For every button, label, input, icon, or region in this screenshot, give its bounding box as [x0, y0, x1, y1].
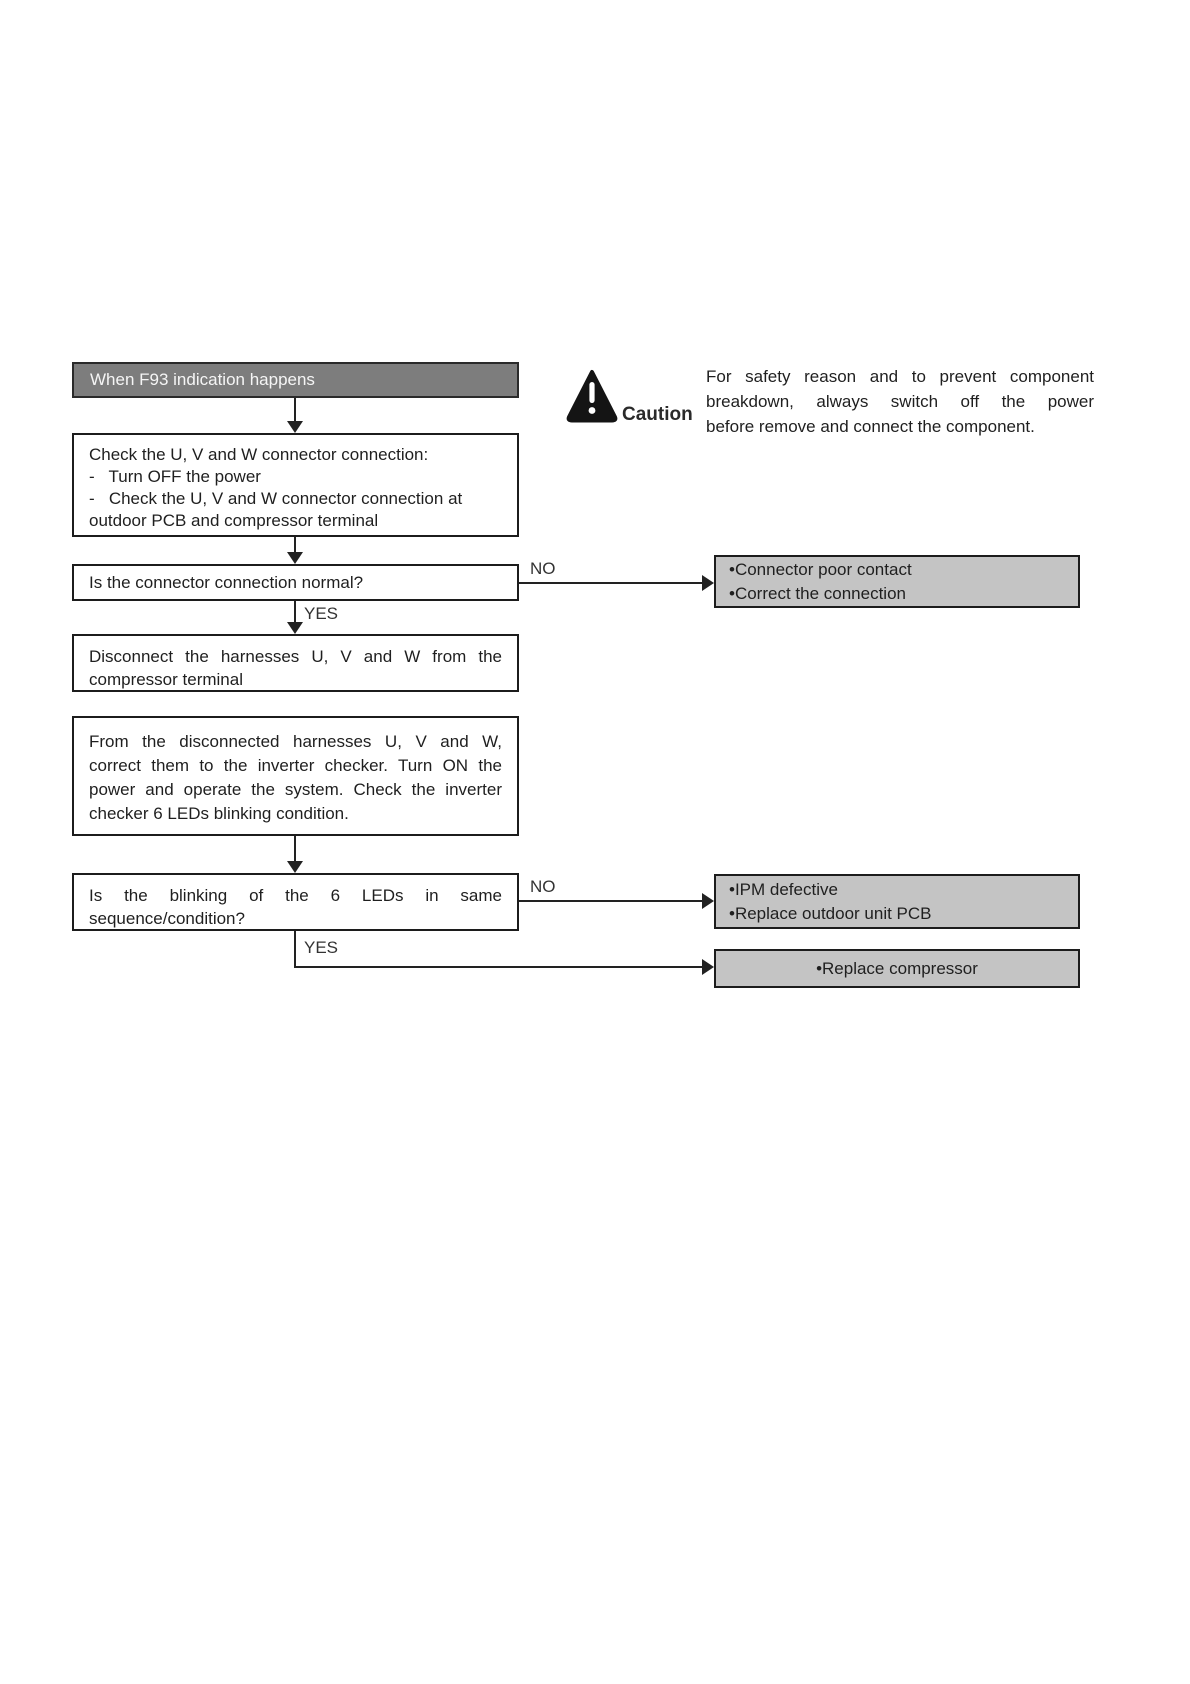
arrow-checker-to-question-leds — [294, 836, 296, 862]
arrowhead-right-icon — [702, 575, 714, 591]
arrow-yes-to-disconnect — [294, 601, 296, 623]
no-label: NO — [530, 877, 556, 896]
flow-box-line: - Turn OFF the power — [89, 467, 261, 486]
caution-text: For safety reason and to prevent compone… — [706, 364, 1094, 439]
caution-text-line: before remove and connect the component. — [706, 417, 1035, 436]
arrow-check-to-question — [294, 537, 296, 554]
flow-result-line: •Replace compressor — [816, 958, 978, 978]
flow-result-line: •Connector poor contact — [729, 559, 912, 579]
flow-start-box: When F93 indication happens — [72, 362, 519, 398]
flow-box-check-connector: Check the U, V and W connector connectio… — [72, 433, 519, 537]
arrow-yes-elbow-vertical — [294, 931, 296, 967]
flow-box-line: Disconnect the harnesses U, V and W from… — [89, 647, 502, 666]
flow-result-line: •IPM defective — [729, 879, 838, 899]
arrowhead-down-icon — [287, 552, 303, 564]
flow-box-inverter-checker: From the disconnected harnesses U, V and… — [72, 716, 519, 836]
flow-result-line: •Replace outdoor unit PCB — [729, 903, 932, 923]
caution-label: Caution — [622, 404, 693, 425]
flow-box-question-connector: Is the connector connection normal? — [72, 564, 519, 601]
caution-text-line: For safety reason and to prevent compone… — [706, 367, 1094, 386]
caution-icon — [566, 369, 618, 429]
no-label: NO — [530, 559, 556, 578]
flow-box-line: Is the connector connection normal? — [89, 572, 364, 592]
flow-start-label: When F93 indication happens — [90, 370, 315, 389]
caution-text-line: breakdown, always switch off the power — [706, 392, 1094, 411]
arrowhead-right-icon — [702, 893, 714, 909]
flow-box-question-leds: Is the blinking of the 6 LEDs in same se… — [72, 873, 519, 931]
flow-box-line: From the disconnected harnesses U, V and… — [89, 732, 502, 751]
arrow-no-to-ipm — [519, 900, 703, 902]
flow-result-replace-compressor: •Replace compressor — [714, 949, 1080, 988]
flow-box-line: - Check the U, V and W connector connect… — [89, 489, 463, 508]
yes-label: YES — [304, 604, 339, 623]
flow-box-line: correct them to the inverter checker. Tu… — [89, 756, 502, 775]
flow-box-disconnect: Disconnect the harnesses U, V and W from… — [72, 634, 519, 692]
flow-result-poor-contact: •Connector poor contact •Correct the con… — [714, 555, 1080, 608]
flow-box-line: power and operate the system. Check the … — [89, 780, 502, 799]
flow-result-line: •Correct the connection — [729, 583, 906, 603]
flow-box-line: Is the blinking of the 6 LEDs in same — [89, 886, 502, 905]
flow-result-ipm-defective: •IPM defective •Replace outdoor unit PCB — [714, 874, 1080, 929]
arrowhead-down-icon — [287, 861, 303, 873]
arrow-start-to-check — [294, 398, 296, 423]
arrow-yes-to-replace-compressor — [294, 966, 703, 968]
flow-box-line: compressor terminal — [89, 670, 243, 689]
flow-box-line: Check the U, V and W connector connectio… — [89, 445, 429, 464]
arrowhead-right-icon — [702, 959, 714, 975]
arrowhead-down-icon — [287, 421, 303, 433]
flow-box-line: outdoor PCB and compressor terminal — [89, 511, 379, 530]
flow-box-line: checker 6 LEDs blinking condition. — [89, 804, 349, 823]
arrow-no-to-poor-contact — [519, 582, 703, 584]
flow-box-line: sequence/condition? — [89, 909, 245, 928]
yes-label: YES — [304, 938, 339, 957]
arrowhead-down-icon — [287, 622, 303, 634]
